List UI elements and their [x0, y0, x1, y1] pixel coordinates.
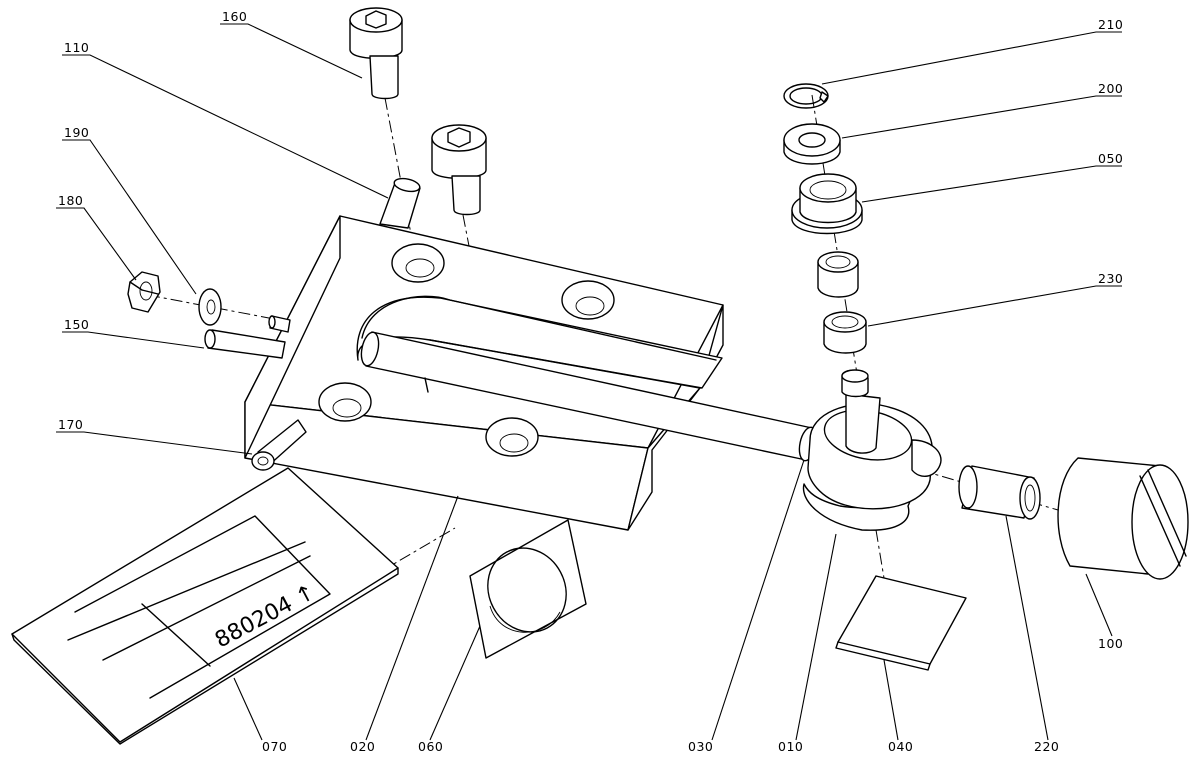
washer-200-part: [783, 123, 841, 165]
dowel-pin-part: [379, 177, 421, 229]
side-pin-part: [204, 315, 291, 359]
label-210: 210: [1098, 17, 1123, 32]
label-060: 060: [418, 739, 443, 754]
clamp-body-part: [802, 369, 942, 531]
label-160: 160: [222, 9, 247, 24]
bolt-holes: [318, 243, 615, 457]
washer-190-part: [198, 288, 222, 326]
shim-plate-part: [835, 575, 967, 671]
label-230: 230: [1098, 271, 1123, 286]
label-190: 190: [64, 125, 89, 140]
flanged-bushing-part: [791, 173, 863, 235]
label-150: 150: [64, 317, 89, 332]
part-labels: 160 110 190 180 150 170 210 200 050 230 …: [58, 9, 1123, 754]
retaining-ring-part: [783, 83, 829, 109]
label-220: 220: [1034, 739, 1059, 754]
label-070: 070: [262, 739, 287, 754]
knob-part: [1057, 457, 1189, 580]
label-030: 030: [688, 739, 713, 754]
dial-plate-part: [469, 519, 587, 659]
label-plate-part: [11, 467, 399, 745]
bushing-230-part: [823, 311, 867, 354]
label-050: 050: [1098, 151, 1123, 166]
leader-lines: [56, 23, 1122, 741]
label-200: 200: [1098, 81, 1123, 96]
sleeve-220-part: [958, 465, 1041, 520]
sleeve-part: [817, 251, 859, 298]
socket-screws-part: [349, 7, 487, 216]
front-pin-part: [251, 419, 307, 471]
label-170: 170: [58, 417, 83, 432]
label-100: 100: [1098, 636, 1123, 651]
label-020: 020: [350, 739, 375, 754]
label-010: 010: [778, 739, 803, 754]
label-040: 040: [888, 739, 913, 754]
rod-part: [360, 331, 818, 462]
label-180: 180: [58, 193, 83, 208]
hex-nut-part: [127, 271, 161, 313]
label-110: 110: [64, 40, 89, 55]
